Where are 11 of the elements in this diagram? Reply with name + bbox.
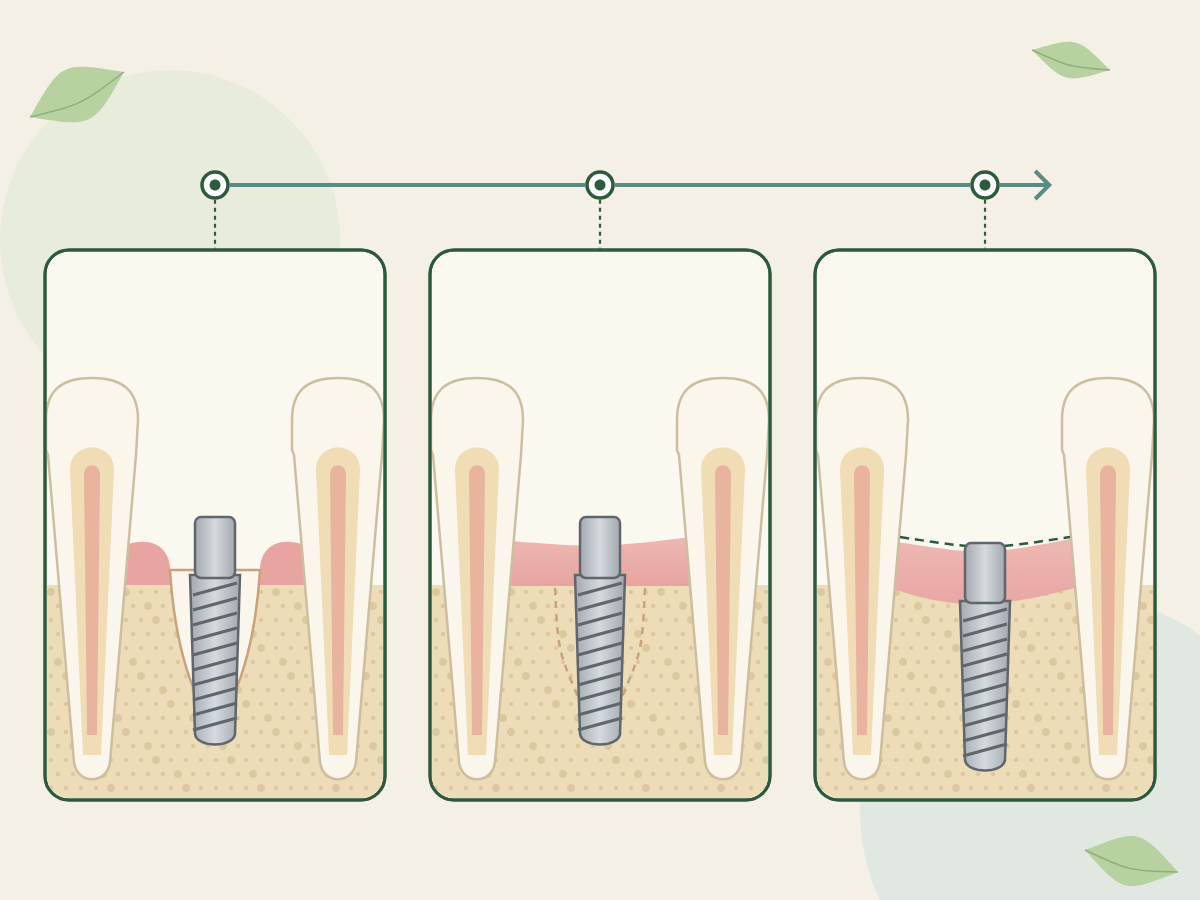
panel-box [813,248,1157,802]
panel-box [43,248,387,802]
connector-line [213,199,217,249]
timeline-line [614,183,971,187]
panel-box [428,248,772,802]
connector-line [983,199,987,249]
timeline-marker [970,170,1000,200]
timeline-line [229,183,586,187]
timeline-marker [585,170,615,200]
connector-line [598,199,602,249]
timeline-marker [200,170,230,200]
